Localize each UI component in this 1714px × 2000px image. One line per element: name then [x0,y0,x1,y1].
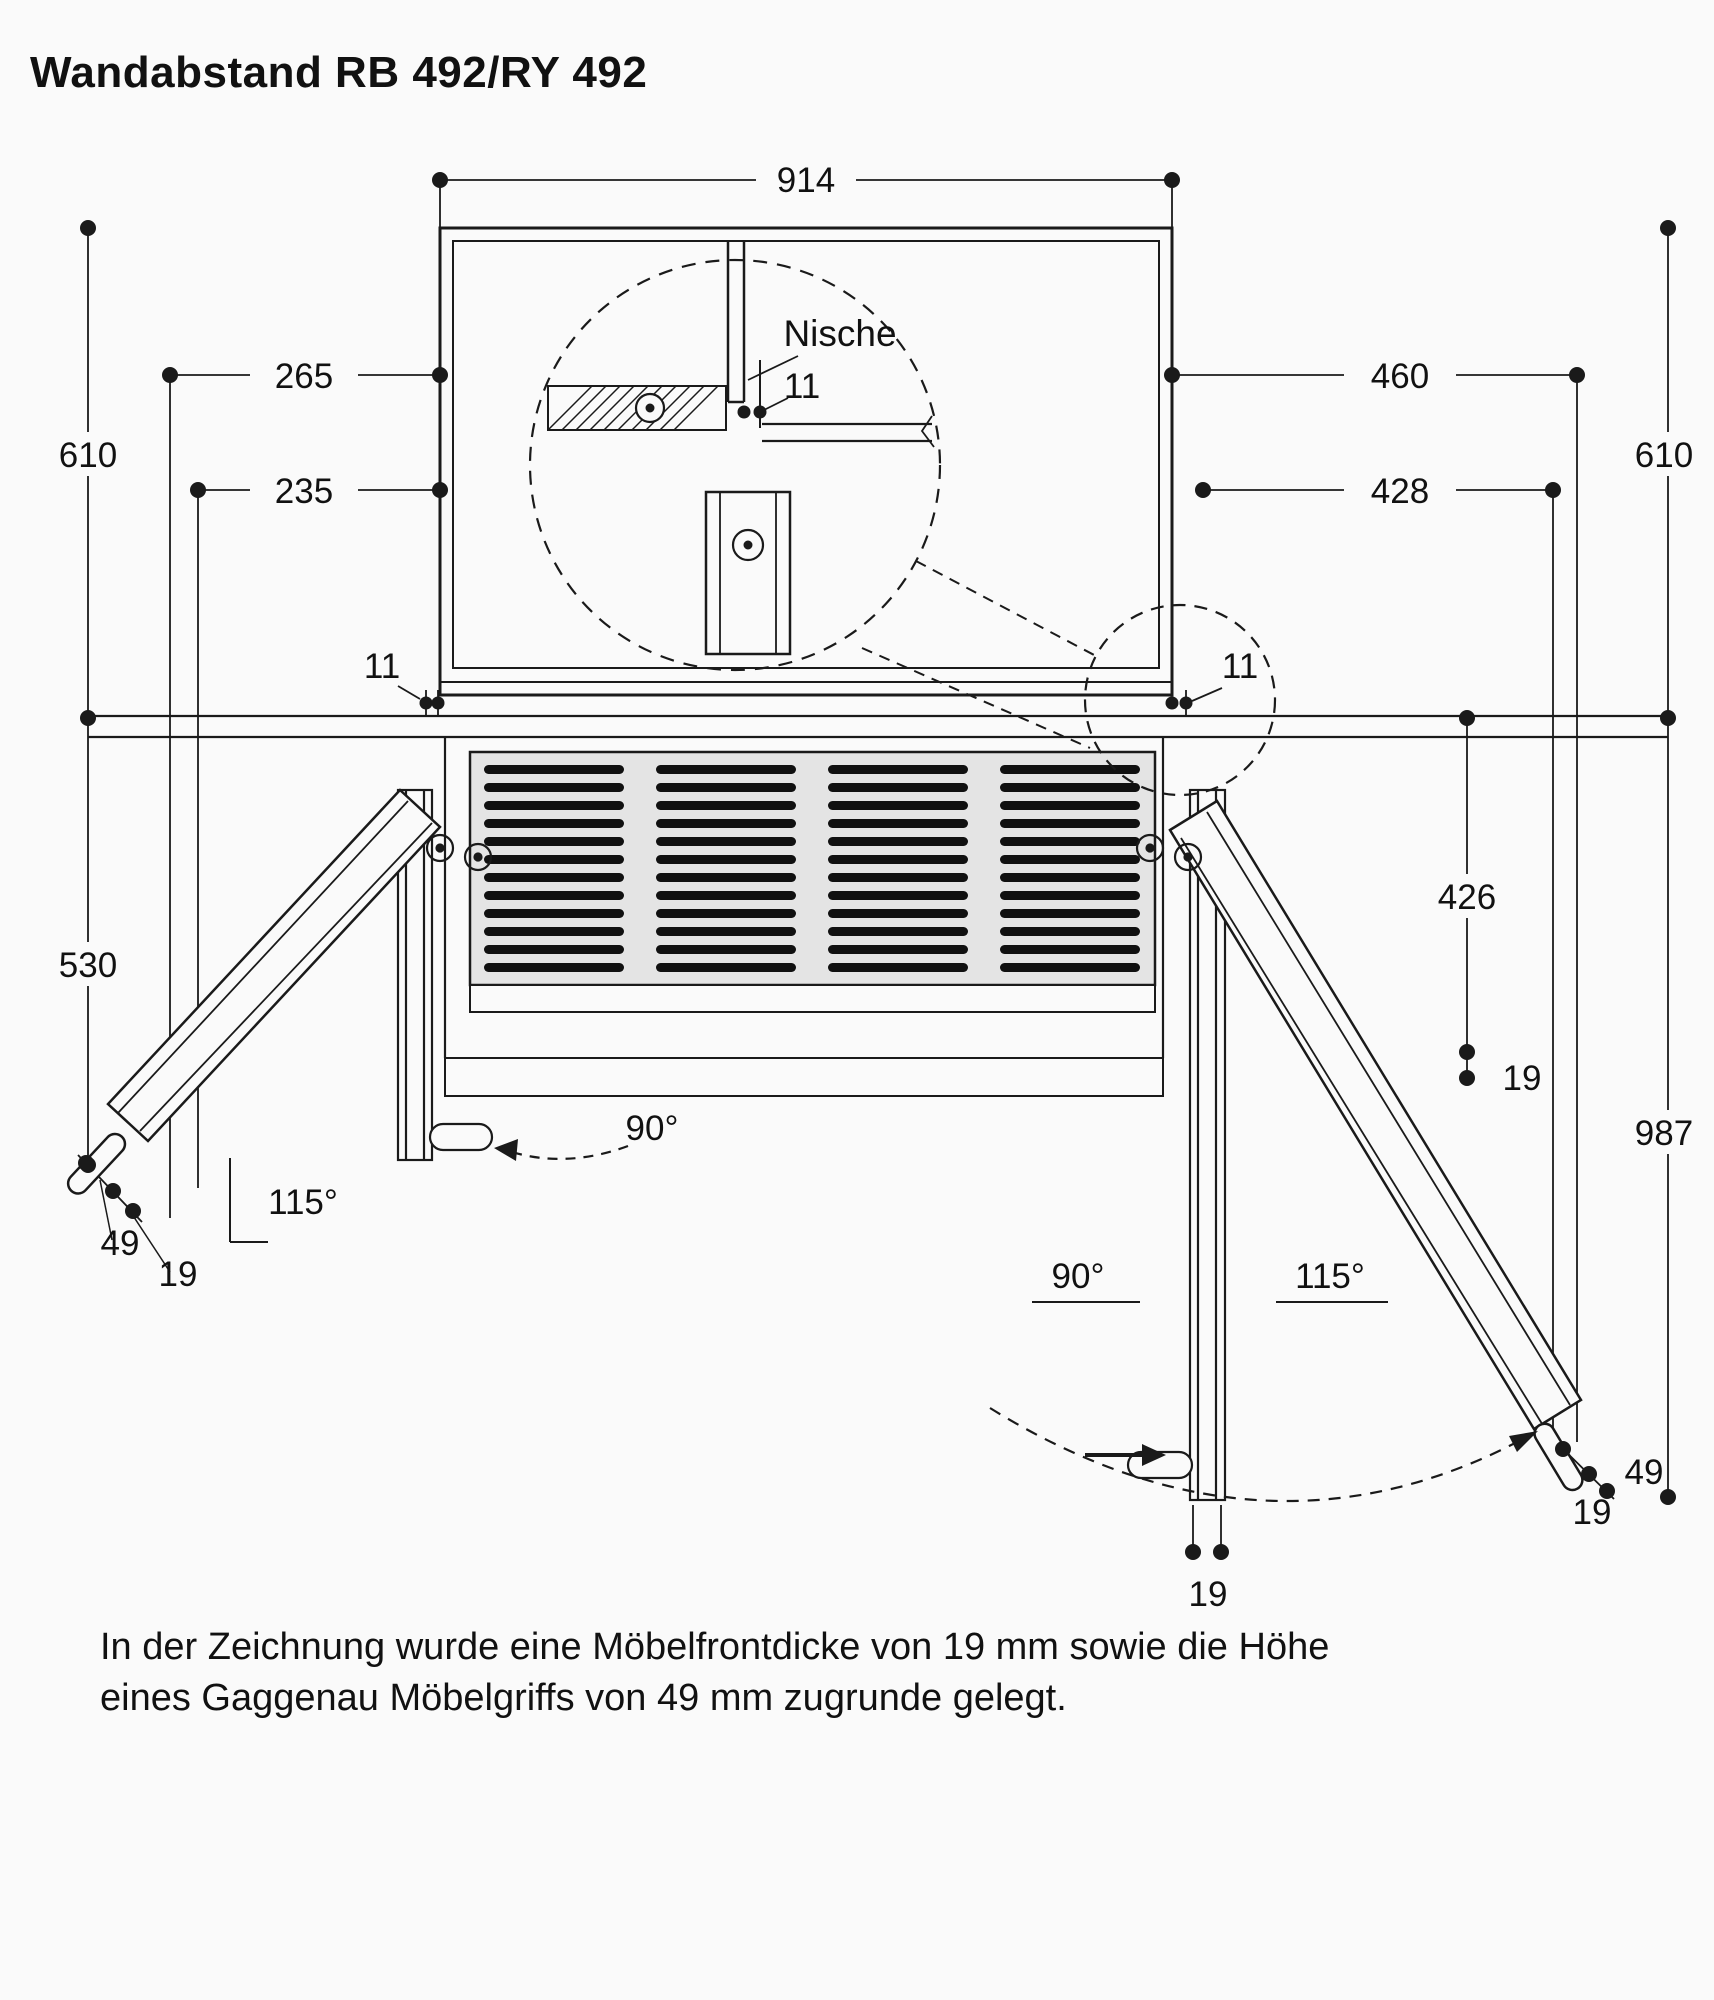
detail-circle [528,258,942,672]
dim-handle-49-left: 49 [101,1224,140,1263]
dim-clearance-right: 426 [1438,878,1496,917]
footnote-line2: eines Gaggenau Möbelgriffs von 49 mm zug… [100,1677,1067,1720]
countertop [88,714,1668,1058]
door-90-left-handle [428,1122,494,1152]
dim-door-height-left: 530 [59,946,117,985]
dim-overall-height-right: 987 [1635,1114,1693,1153]
hinge-left-icon [425,833,493,872]
door-open-left [66,788,442,1195]
dim-handle-49-right: 49 [1625,1453,1664,1492]
arrow-90-right-icon [1085,1444,1166,1466]
angle-115-left: 115° [268,1183,338,1222]
dim-niche-gap: 11 [784,367,820,406]
dim-left-inner: 235 [275,472,333,511]
dimension-labels: 914 265 235 460 428 610 610 Nische 11 11… [59,161,1693,1614]
dim-height-upper-right: 610 [1635,436,1693,475]
hinge-right-icon [1135,833,1203,872]
dim-front-19-bottom: 19 [1189,1575,1228,1614]
niche-detail [547,242,935,656]
bottom-ticks [1192,1505,1222,1546]
vent-grille [468,750,1157,1013]
dim-front-19-right: 19 [1573,1493,1612,1532]
dim-gap-right: 11 [1222,647,1258,686]
page-title: Wandabstand RB 492/RY 492 [30,48,648,97]
dim-front-19-right-upper: 19 [1503,1059,1542,1098]
dim-left-outer: 265 [275,357,333,396]
dim-front-19-left: 19 [159,1255,198,1294]
angle-90-right: 90° [1052,1257,1105,1296]
dim-height-upper-left: 610 [59,436,117,475]
angle-115-right: 115° [1295,1257,1365,1296]
swing-arc-right-icon [989,1407,1538,1503]
grille-slots [484,765,1140,972]
door-open-right [1168,799,1584,1492]
footnote: In der Zeichnung wurde eine Möbelfrontdi… [100,1622,1660,1725]
dim-gap-left: 11 [364,647,400,686]
niche-label: Nische [783,313,896,354]
dimension-dots [78,172,1676,1560]
dim-right-inner: 428 [1371,472,1429,511]
cabinet-box [438,226,1174,697]
detail-circle-small [1083,603,1277,797]
detail-leader-lines [861,560,1097,749]
angle-marks [229,1158,1388,1303]
dim-right-outer: 460 [1371,357,1429,396]
footnote-line1: In der Zeichnung wurde eine Möbelfrontdi… [100,1626,1330,1668]
label-backgrounds [32,158,1714,1154]
angle-90-left: 90° [626,1109,679,1148]
hatch-lines [547,385,719,431]
dim-overall-width: 914 [777,161,835,200]
grille-tray [469,984,1156,1013]
plinth-band [444,1057,1164,1097]
arrow-90-left-icon [494,1139,629,1161]
